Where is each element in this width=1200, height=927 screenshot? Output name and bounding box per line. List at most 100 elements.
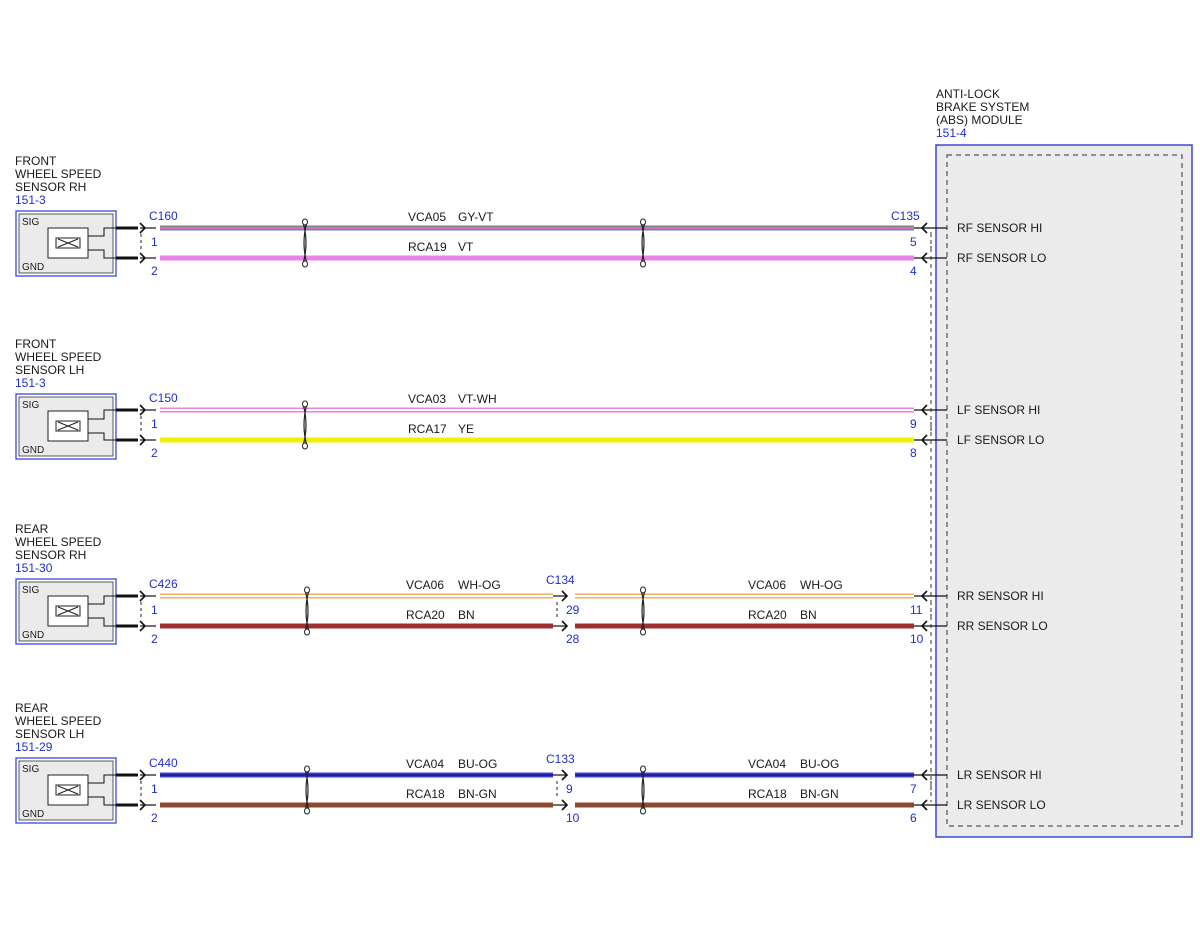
abs-pin: 10 <box>910 632 924 646</box>
sensor-title-line: REAR <box>15 522 49 536</box>
sensor-connector-id: C440 <box>149 756 178 770</box>
inline-connector-id: C134 <box>546 573 575 587</box>
abs-terminal-icon <box>920 404 928 416</box>
abs-terminal-icon <box>920 222 928 234</box>
wire-color-label: BN <box>800 608 817 622</box>
twisted-pair-marker <box>302 400 308 450</box>
sig-label: SIG <box>22 400 39 411</box>
sig-label: SIG <box>22 585 39 596</box>
inline-pin: 28 <box>566 632 580 646</box>
sensor-element-icon <box>47 227 116 259</box>
abs-title-line-1: ANTI-LOCK <box>936 87 1000 101</box>
abs-terminal-icon <box>920 799 928 811</box>
abs-connector-id: C135 <box>891 209 920 223</box>
sensor-pin-lo: 2 <box>151 632 158 646</box>
wire-circuit-label: VCA03 <box>408 392 446 406</box>
wire-color-label: VT <box>458 240 474 254</box>
abs-terminal-icon <box>920 620 928 632</box>
sensor-connector-id: C150 <box>149 391 178 405</box>
wire-circuit-label: RCA19 <box>408 240 447 254</box>
wire-circuit-label: RCA18 <box>748 787 787 801</box>
sensor-title-line: SENSOR LH <box>15 363 84 377</box>
abs-pin: 7 <box>910 782 917 796</box>
sig-label: SIG <box>22 764 39 775</box>
abs-pin-function: LF SENSOR HI <box>957 403 1040 417</box>
abs-pin-function: RF SENSOR HI <box>957 221 1042 235</box>
gnd-label: GND <box>22 630 44 641</box>
twisted-pair-marker <box>302 218 308 268</box>
twisted-pair-marker <box>640 765 646 815</box>
wire-circuit-label: VCA04 <box>748 757 786 771</box>
sensor-pin-hi: 1 <box>151 603 158 617</box>
sensor-ref: 151-29 <box>15 740 53 754</box>
wire-color-label: GY-VT <box>458 210 494 224</box>
inline-pin: 10 <box>566 811 580 825</box>
abs-pin-function: RR SENSOR HI <box>957 589 1044 603</box>
sensor-ref: 151-3 <box>15 193 46 207</box>
sensor-element-icon <box>47 409 116 442</box>
sensor-pin-lo: 2 <box>151 811 158 825</box>
sensor-pin-hi: 1 <box>151 782 158 796</box>
inline-connector-id: C133 <box>546 752 575 766</box>
abs-ref: 151-4 <box>936 126 967 140</box>
twisted-pair-marker <box>640 586 646 636</box>
abs-pin-function: LR SENSOR HI <box>957 768 1042 782</box>
abs-pin-function: LF SENSOR LO <box>957 433 1044 447</box>
sensor-title-line: WHEEL SPEED <box>15 167 102 181</box>
sensor-title-line: WHEEL SPEED <box>15 535 102 549</box>
abs-terminal-icon <box>920 590 928 602</box>
abs-terminal-icon <box>920 769 928 781</box>
sensor-connector-id: C160 <box>149 209 178 223</box>
abs-pin-function: LR SENSOR LO <box>957 798 1046 812</box>
inline-pin: 9 <box>566 782 573 796</box>
wire-color-label: BN <box>458 608 475 622</box>
abs-pin: 8 <box>910 446 917 460</box>
inline-pin: 29 <box>566 603 580 617</box>
sensor-title-line: FRONT <box>15 337 57 351</box>
sensor-title-line: WHEEL SPEED <box>15 714 102 728</box>
wire-circuit-label: VCA05 <box>408 210 446 224</box>
wire-color-label: BN-GN <box>800 787 839 801</box>
sensor-element-icon <box>47 595 116 627</box>
wire-circuit-label: RCA20 <box>748 608 787 622</box>
wire-color-label: WH-OG <box>458 578 501 592</box>
twisted-pair-marker <box>304 765 310 815</box>
sensor-title-line: SENSOR RH <box>15 548 86 562</box>
sensor-pin-lo: 2 <box>151 446 158 460</box>
wire-color-label: BU-OG <box>458 757 497 771</box>
abs-terminal-icon <box>920 434 928 446</box>
sig-label: SIG <box>22 217 39 228</box>
abs-terminal-icon <box>920 252 928 264</box>
twisted-pair-marker <box>304 586 310 636</box>
gnd-label: GND <box>22 445 44 456</box>
abs-pin-function: RF SENSOR LO <box>957 251 1046 265</box>
sensor-title-line: REAR <box>15 701 49 715</box>
wire-color-label: WH-OG <box>800 578 843 592</box>
wire-color-label: YE <box>458 422 474 436</box>
wire-color-label: BU-OG <box>800 757 839 771</box>
abs-pin: 11 <box>910 603 923 617</box>
sensor-title-line: SENSOR RH <box>15 180 86 194</box>
wire-circuit-label: VCA06 <box>748 578 786 592</box>
sensor-ref: 151-3 <box>15 376 46 390</box>
wire-circuit-label: RCA18 <box>406 787 445 801</box>
abs-title-line-3: (ABS) MODULE <box>936 113 1023 127</box>
twisted-pair-marker <box>640 218 646 268</box>
wire-color-label: VT-WH <box>458 392 497 406</box>
abs-module: ANTI-LOCK BRAKE SYSTEM (ABS) MODULE 151-… <box>935 87 1193 838</box>
wire-color-label: BN-GN <box>458 787 497 801</box>
sensor-ref: 151-30 <box>15 561 53 575</box>
sensor-title-line: SENSOR LH <box>15 727 84 741</box>
